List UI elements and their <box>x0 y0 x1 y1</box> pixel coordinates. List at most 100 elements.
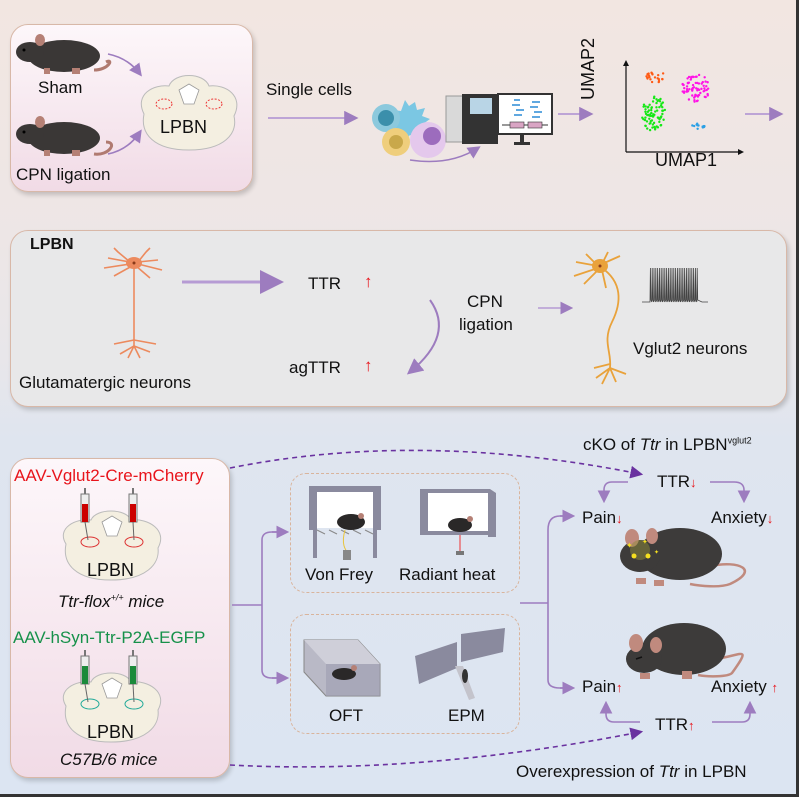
umap-point <box>661 112 664 116</box>
umap-point <box>642 103 646 106</box>
umap-point <box>644 105 647 108</box>
umap-point <box>681 82 684 86</box>
umap-point <box>653 76 657 79</box>
umap-point <box>701 80 705 84</box>
umap-point <box>655 106 658 109</box>
umap-point <box>643 118 647 122</box>
umap-point <box>653 95 656 98</box>
svg-text:✦: ✦ <box>654 549 659 556</box>
glutamatergic-neuron-icon <box>103 247 163 359</box>
virus2-label: AAV-hSyn-Ttr-P2A-EGFP <box>13 628 206 647</box>
umap-point <box>688 88 691 91</box>
umap-point <box>687 98 691 101</box>
umap-point <box>663 108 667 112</box>
umap-point <box>692 75 695 79</box>
cko-sup: vglut2 <box>727 435 752 446</box>
umap-point <box>661 78 664 81</box>
ttr-label: TTR <box>308 274 342 293</box>
agttr-up-icon: ↑ <box>364 356 373 375</box>
umap-point <box>700 87 703 91</box>
umap-point <box>699 91 702 95</box>
umap-point <box>694 75 698 78</box>
umap-point <box>653 125 656 129</box>
test-epm: EPM <box>448 706 485 725</box>
umap-point <box>658 105 661 109</box>
umap-point <box>686 89 690 93</box>
umap-point <box>685 85 689 88</box>
umap-point <box>695 87 698 90</box>
relieved-mouse-icon: ✦ ✦ ✦ <box>620 528 746 588</box>
umap-point <box>651 123 655 126</box>
ttr-up-label: TTR↑ <box>655 715 695 735</box>
umap-point <box>650 108 653 112</box>
oe-gene: Ttr <box>658 762 680 781</box>
umap-point <box>651 100 655 103</box>
umap-point <box>648 128 652 132</box>
mouse2-label: C57B/6 mice <box>60 750 158 769</box>
oft-apparatus-icon <box>303 639 381 697</box>
virus1-label: AAV-Vglut2-Cre-mCherry <box>14 466 204 485</box>
brain2-label: LPBN <box>87 722 135 742</box>
umap-point <box>644 116 647 119</box>
epm-apparatus-icon <box>415 628 505 700</box>
svg-text:✦: ✦ <box>626 541 633 550</box>
umap-point <box>657 79 661 83</box>
umap-point <box>648 75 651 79</box>
umap-point <box>687 75 691 79</box>
umap-point <box>661 105 664 109</box>
umap-point <box>689 78 693 81</box>
umap-point <box>703 76 706 79</box>
umap-plot <box>623 60 744 155</box>
pain-tests-box <box>290 473 520 593</box>
umap-point <box>649 78 652 81</box>
oe-prefix: Overexpression of <box>516 762 659 781</box>
mouse1-label: Ttr-flox+/+ mice <box>58 592 164 612</box>
up-arrow-icon: ↑ <box>616 680 623 695</box>
umap-point <box>658 120 661 124</box>
umap-point <box>657 78 661 81</box>
umap-point <box>656 116 660 119</box>
umap-point <box>655 98 658 101</box>
umap-point <box>661 101 665 104</box>
umap-point <box>696 81 699 85</box>
ttr-down-label: TTR↓ <box>657 472 697 492</box>
overexpression-label: Overexpression of Ttr in LPBN <box>516 762 747 782</box>
umap-point <box>691 94 694 97</box>
umap-point <box>653 113 656 117</box>
umap-point <box>706 92 709 96</box>
umap-point <box>647 73 650 77</box>
spike-train-icon <box>642 267 708 303</box>
umap-point <box>648 117 651 120</box>
pain-down-label: Pain↓ <box>582 508 623 528</box>
umap-point <box>649 121 652 125</box>
ttr-text: TTR <box>655 715 689 734</box>
umap-point <box>703 87 706 90</box>
lpbn-panel-title: LPBN <box>30 236 74 253</box>
cpn-ligation-line1: CPN <box>467 292 503 311</box>
umap-point <box>644 110 647 113</box>
umap-x-label: UMAP1 <box>655 150 718 170</box>
umap-point <box>647 109 651 112</box>
ttr-up-icon: ↑ <box>364 272 373 291</box>
umap-point <box>659 116 662 119</box>
ttr-text: TTR <box>657 472 691 491</box>
oe-suffix: in LPBN <box>679 762 747 781</box>
umap-point <box>648 103 651 106</box>
umap-point <box>656 126 660 129</box>
umap-point <box>693 100 696 103</box>
umap-point <box>691 83 695 87</box>
arrow-sham-to-brain <box>107 53 142 155</box>
pain-up-label: Pain↑ <box>582 677 623 697</box>
umap-point <box>649 113 652 116</box>
cko-gene: Ttr <box>639 435 661 454</box>
svg-text:✦: ✦ <box>642 538 648 546</box>
umap-point <box>656 99 659 103</box>
umap-point <box>702 84 705 87</box>
umap-point <box>696 127 699 130</box>
umap-point <box>697 93 701 97</box>
test-radiant-heat: Radiant heat <box>399 565 496 584</box>
umap-point <box>705 85 708 88</box>
umap-point <box>650 80 654 84</box>
cko-mid: in LPBN <box>660 435 728 454</box>
anxiety-down-label: Anxiety↓ <box>711 508 773 528</box>
